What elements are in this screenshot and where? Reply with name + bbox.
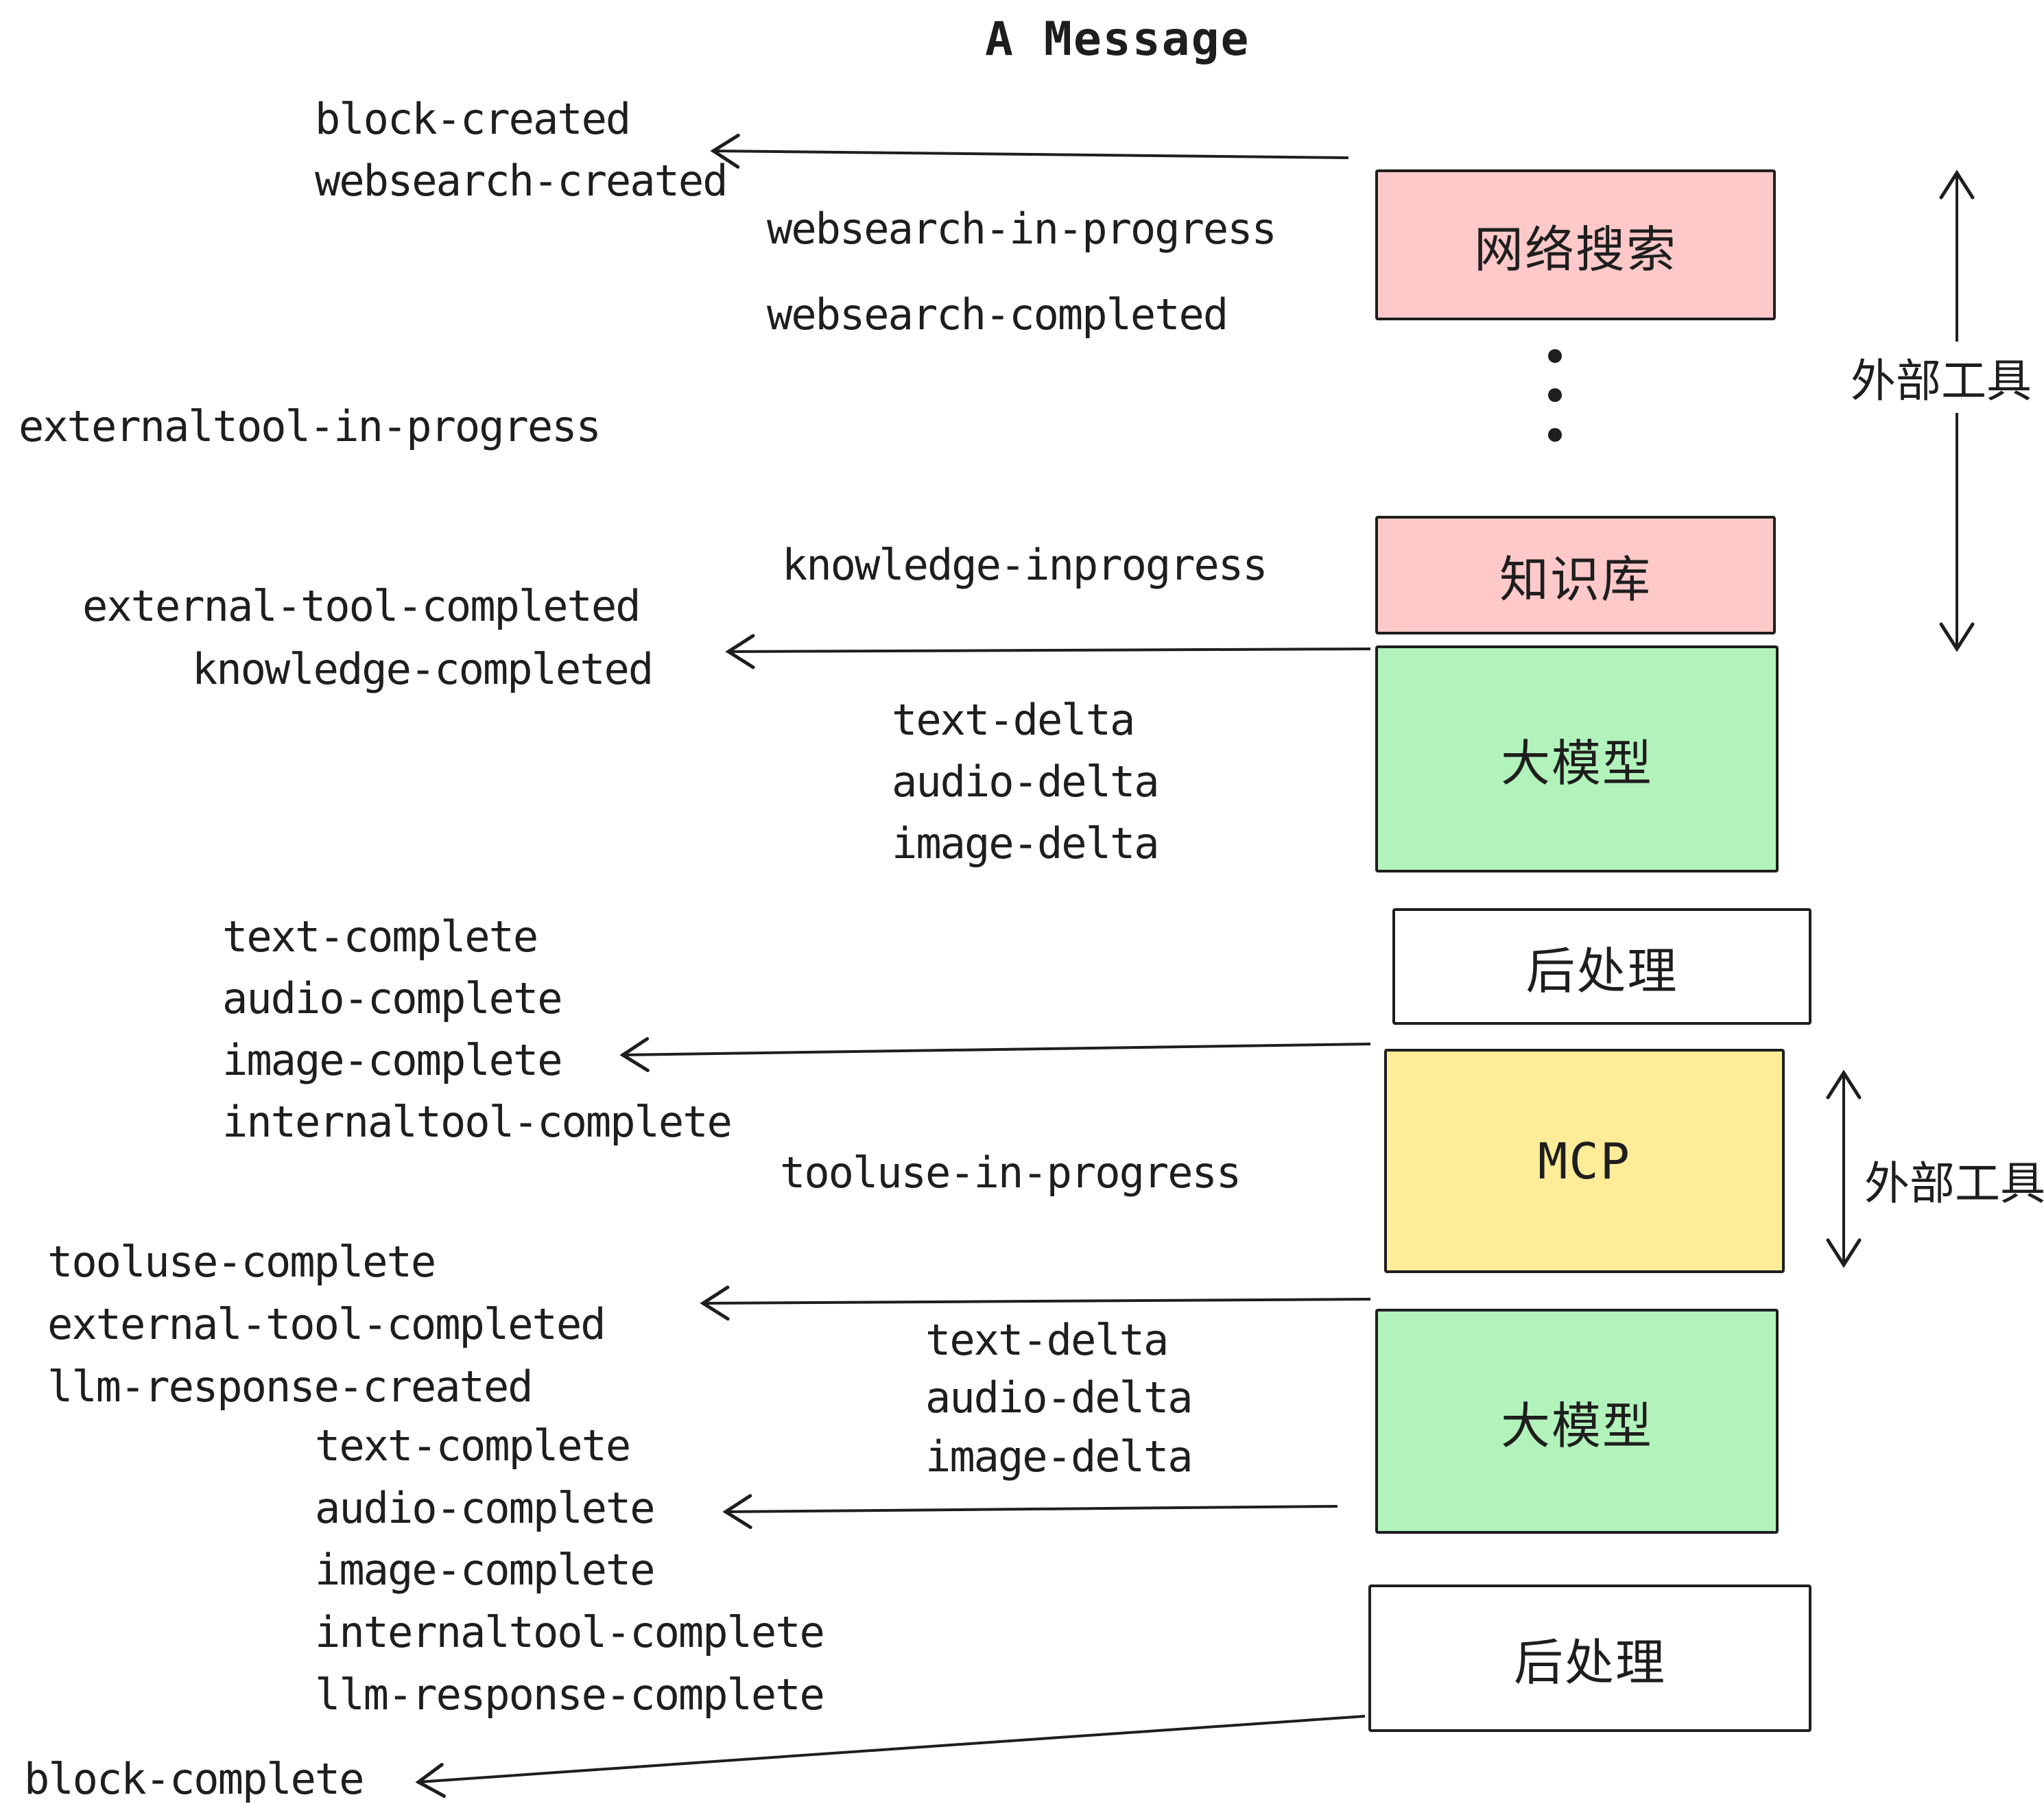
node-postprocess-1: 后处理 [1392,908,1811,1025]
event-audio-complete: audio-complete [222,973,563,1023]
arrow-llm2-complete [722,1494,1338,1530]
event-websearch-in-progress: websearch-in-progress [767,204,1277,254]
event-tooluse-complete: tooluse-complete [47,1237,436,1287]
event-audio-delta: audio-delta [892,757,1160,807]
arrow-tooluse-complete [700,1285,1371,1321]
node-llm-1-label: 大模型 [1500,735,1653,792]
event-llm-response-created: llm-response-created [47,1362,534,1412]
event-image-delta: image-delta [892,818,1160,868]
node-knowledge-base-label: 知识库 [1499,551,1652,608]
ellipsis-dot [1548,388,1562,402]
annotation-external-tools-top: 外部工具 [1846,342,2036,413]
event-knowledge-inprogress: knowledge-inprogress [782,540,1268,590]
event-audio-delta-2: audio-delta [925,1373,1193,1423]
event-knowledge-completed: knowledge-completed [192,644,654,694]
annotation-external-tools-bottom: 外部工具 [1860,1144,2044,1215]
node-mcp: MCP [1384,1049,1785,1273]
event-text-complete-2: text-complete [315,1421,631,1471]
node-llm-2: 大模型 [1375,1309,1779,1534]
event-text-delta: text-delta [892,695,1135,745]
node-mcp-label: MCP [1537,1132,1632,1190]
node-postprocess-2: 后处理 [1368,1585,1811,1732]
event-audio-complete-2: audio-complete [315,1483,656,1533]
event-tooluse-in-progress: tooluse-in-progress [780,1148,1241,1198]
event-text-delta-2: text-delta [925,1315,1169,1365]
arrow-knowledge-completed [725,634,1371,669]
event-internaltool-complete: internaltool-complete [222,1097,733,1147]
event-llm-response-complete: llm-response-complete [315,1670,825,1720]
arrow-internal-complete [619,1036,1371,1072]
event-internaltool-complete-2: internaltool-complete [315,1607,825,1657]
arrow-block-complete [415,1715,1366,1798]
ellipsis-dot [1548,349,1562,363]
node-llm-2-label: 大模型 [1500,1397,1653,1455]
event-block-created: block-created [315,94,631,144]
diagram-title: A Message [985,12,1250,67]
event-external-tool-completed-2: external-tool-completed [47,1299,606,1349]
event-websearch-completed: websearch-completed [767,289,1228,340]
node-postprocess-1-label: 后处理 [1525,942,1678,1000]
event-image-complete: image-complete [222,1035,563,1085]
event-externaltool-in-progress: externaltool-in-progress [19,401,602,451]
event-text-complete: text-complete [222,912,538,962]
event-image-complete-2: image-complete [315,1545,656,1595]
arrow-block-created [710,133,1349,169]
node-websearch-label: 网络搜索 [1473,220,1677,278]
ellipsis-dot [1548,428,1562,442]
node-knowledge-base: 知识库 [1375,516,1776,634]
node-postprocess-2-label: 后处理 [1513,1634,1666,1692]
node-llm-1: 大模型 [1375,645,1779,873]
event-image-delta-2: image-delta [925,1432,1193,1482]
event-block-complete: block-complete [24,1754,365,1804]
event-websearch-created: websearch-created [315,156,728,206]
event-external-tool-completed: external-tool-completed [82,581,641,631]
node-websearch: 网络搜索 [1375,169,1776,320]
